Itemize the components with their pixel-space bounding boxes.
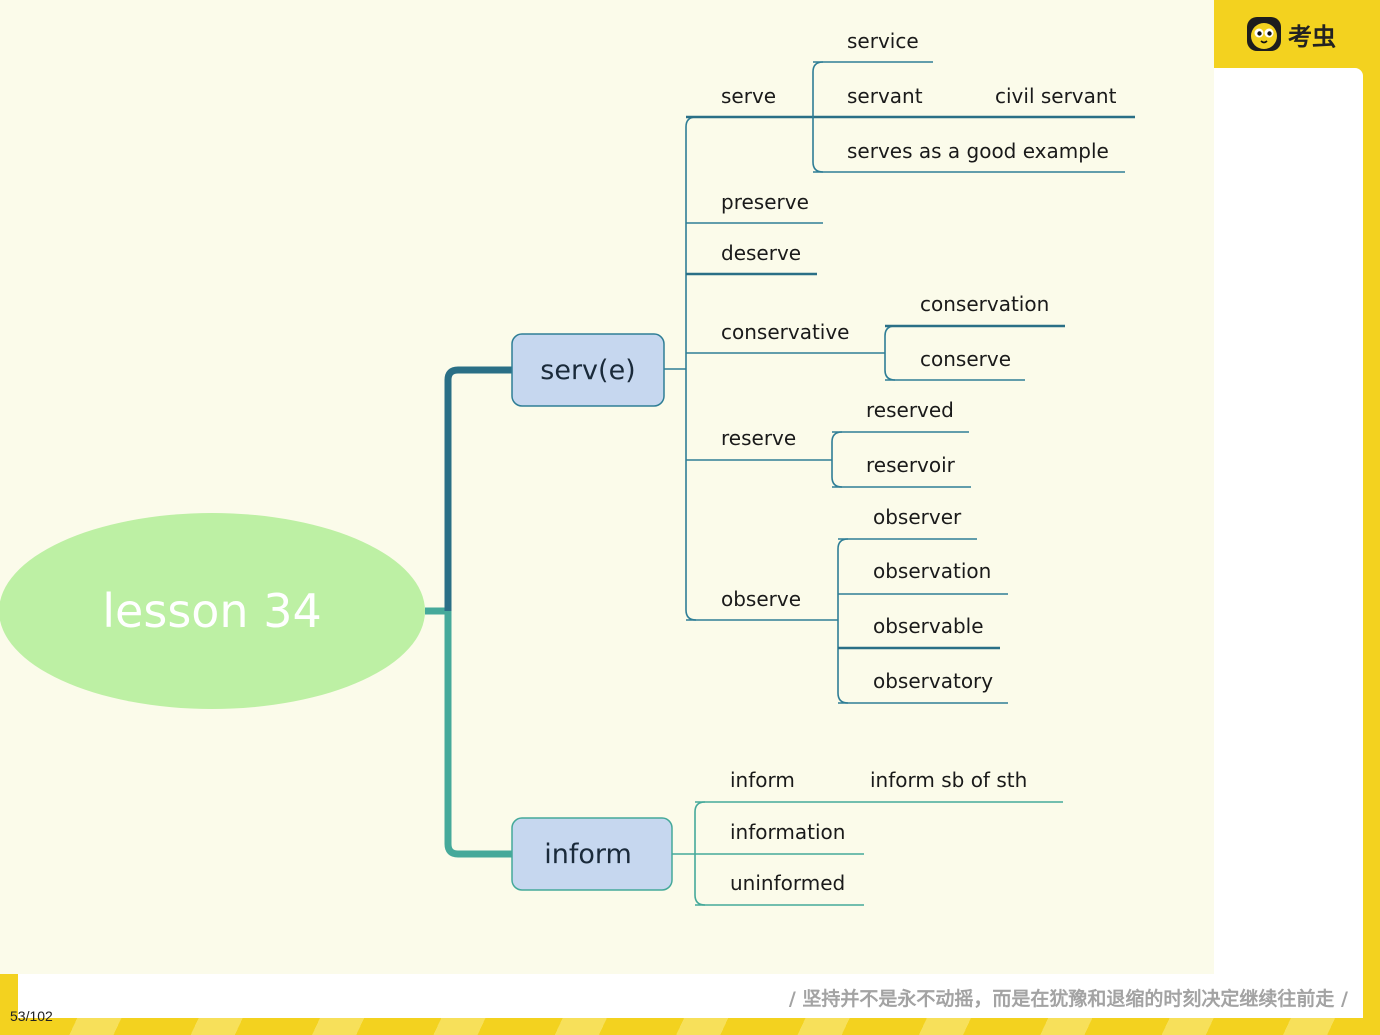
chick-face-icon	[1247, 17, 1281, 51]
footer-strip	[18, 974, 1363, 1018]
reserve-sub-spine	[831, 431, 843, 488]
root-label: lesson 34	[102, 584, 321, 638]
slide-canvas	[0, 0, 1214, 974]
word-deserve: deserve	[721, 241, 801, 265]
word-observation: observation	[873, 559, 991, 583]
branch-label-serve: serv(e)	[540, 355, 635, 386]
word-observatory: observatory	[873, 669, 993, 693]
word-conservative: conservative	[721, 320, 850, 344]
trunk-inform	[444, 611, 512, 858]
word-reserved: reserved	[866, 398, 954, 422]
page-counter: 53/102	[10, 1008, 53, 1024]
serve-sub-spine	[812, 61, 824, 173]
mind-map: lesson 34 serv(e) inform serve service s…	[0, 29, 1135, 906]
decorative-stripes	[0, 1018, 1380, 1035]
branch-box-serve	[511, 333, 665, 407]
word-observer: observer	[873, 505, 962, 529]
motivational-quote: / 坚持并不是永不动摇，而是在犹豫和退缩的时刻决定继续往前走 /	[788, 988, 1348, 1010]
word-civil-servant: civil servant	[995, 84, 1117, 108]
observe-sub-spine	[837, 538, 849, 704]
serve-spine	[685, 116, 697, 621]
brand-name: 考虫	[1288, 22, 1336, 51]
word-uninformed: uninformed	[730, 871, 845, 895]
word-conserve: conserve	[920, 347, 1011, 371]
side-panel	[1214, 68, 1363, 974]
word-observable: observable	[873, 614, 984, 638]
word-serves-as-example: serves as a good example	[847, 139, 1109, 163]
word-inform-sb-of-sth: inform sb of sth	[870, 768, 1027, 792]
branch-label-inform: inform	[544, 839, 632, 870]
word-servant: servant	[847, 84, 923, 108]
word-preserve: preserve	[721, 190, 809, 214]
word-reservoir: reservoir	[866, 453, 956, 477]
root-node	[0, 513, 425, 709]
word-service: service	[847, 29, 919, 53]
word-information: information	[730, 820, 845, 844]
brand-logo: 考虫	[1246, 16, 1336, 52]
trunk-serve	[444, 366, 512, 611]
conservative-sub-spine	[884, 325, 896, 381]
word-observe: observe	[721, 587, 801, 611]
word-reserve: reserve	[721, 426, 796, 450]
word-conservation: conservation	[920, 292, 1049, 316]
word-inform: inform	[730, 768, 795, 792]
word-serve: serve	[721, 84, 776, 108]
